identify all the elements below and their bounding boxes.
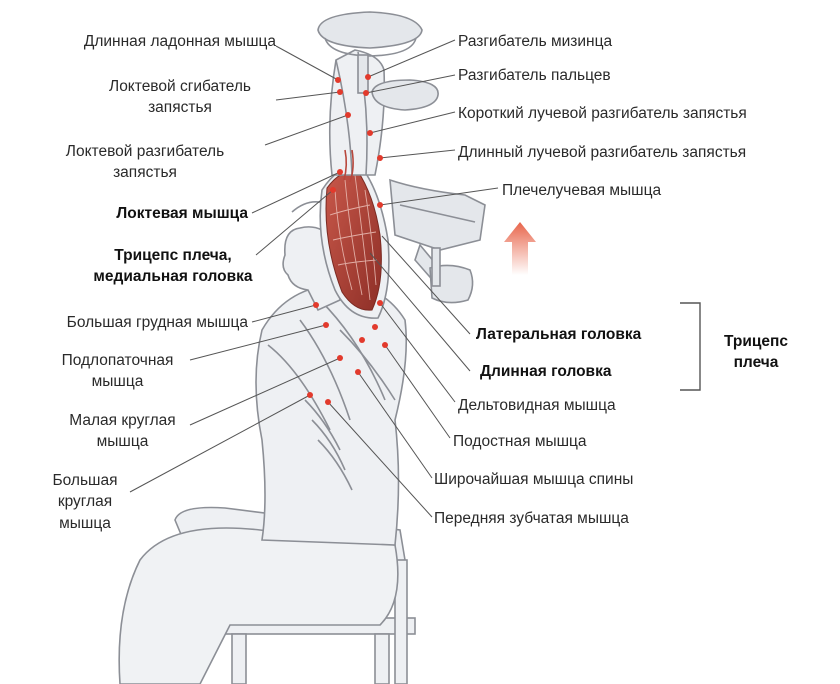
label-line: мышца: [91, 373, 144, 391]
label-line: круглая: [57, 493, 113, 511]
label-line: Трицепс: [723, 333, 788, 350]
label-brachioradialis: Плечелучевая мышца: [502, 182, 662, 199]
label-triceps-group: Трицепс плеча: [708, 331, 804, 374]
label-pectoralis-major: Большая грудная мышца: [66, 314, 248, 331]
label-line: Трицепс плеча,: [114, 247, 232, 264]
label-line: мышца: [96, 433, 149, 451]
label-deltoid: Дельтовидная мышца: [458, 397, 616, 414]
forearm-shape: [328, 49, 386, 183]
label-line: мышца: [59, 514, 111, 532]
label-latissimus-dorsi: Широчайшая мышца спины: [434, 471, 634, 488]
up-arrow-icon: [504, 222, 536, 275]
rear-dumbbell-shape: [389, 178, 486, 304]
label-serratus-anterior: Передняя зубчатая мышца: [434, 510, 629, 527]
label-extensor-carpi-ulnaris: Локтевой разгибатель запястья: [40, 141, 250, 184]
label-triceps-long-head: Длинная головка: [480, 363, 612, 380]
label-line: запястья: [148, 99, 212, 117]
dumbbell-shape: [317, 11, 439, 111]
label-line: запястья: [113, 164, 177, 182]
label-teres-major: Большая круглая мышца: [40, 470, 130, 534]
label-line: плеча: [733, 354, 779, 372]
label-flexor-carpi-ulnaris: Локтевой сгибатель запястья: [80, 76, 280, 119]
label-triceps-lateral-head: Латеральная головка: [476, 326, 642, 343]
upper-arm-shape: [319, 164, 390, 319]
label-line: медиальная головка: [93, 268, 253, 286]
label-triceps-medial-head: Трицепс плеча, медиальная головка: [88, 245, 258, 288]
label-teres-minor: Малая круглая мышца: [50, 410, 195, 453]
label-ext-carpi-radialis-brevis: Короткий лучевой разгибатель запястья: [458, 105, 747, 122]
label-line: Локтевой сгибатель: [109, 78, 251, 95]
bracket-shape: [680, 302, 701, 391]
label-palmaris-longus: Длинная ладонная мышца: [83, 33, 276, 50]
label-subscapularis: Подлопаточная мышца: [40, 350, 195, 393]
label-extensor-digitorum: Разгибатель пальцев: [458, 67, 611, 84]
leader-lines: [129, 39, 499, 518]
label-ext-carpi-radialis-longus: Длинный лучевой разгибатель запястья: [458, 144, 747, 161]
label-line: Локтевой разгибатель: [65, 143, 225, 160]
label-extensor-digiti-minimi: Разгибатель мизинца: [458, 33, 613, 50]
legs-shape: [118, 527, 399, 684]
label-line: Подлопаточная: [61, 352, 174, 369]
torso-shape: [255, 283, 408, 546]
label-anconeus: Локтевая мышца: [116, 205, 248, 222]
label-line: Малая круглая: [69, 412, 176, 429]
pin-markers: [307, 74, 388, 405]
label-infraspinatus: Подостная мышца: [453, 433, 587, 450]
label-line: Большая: [52, 472, 118, 489]
